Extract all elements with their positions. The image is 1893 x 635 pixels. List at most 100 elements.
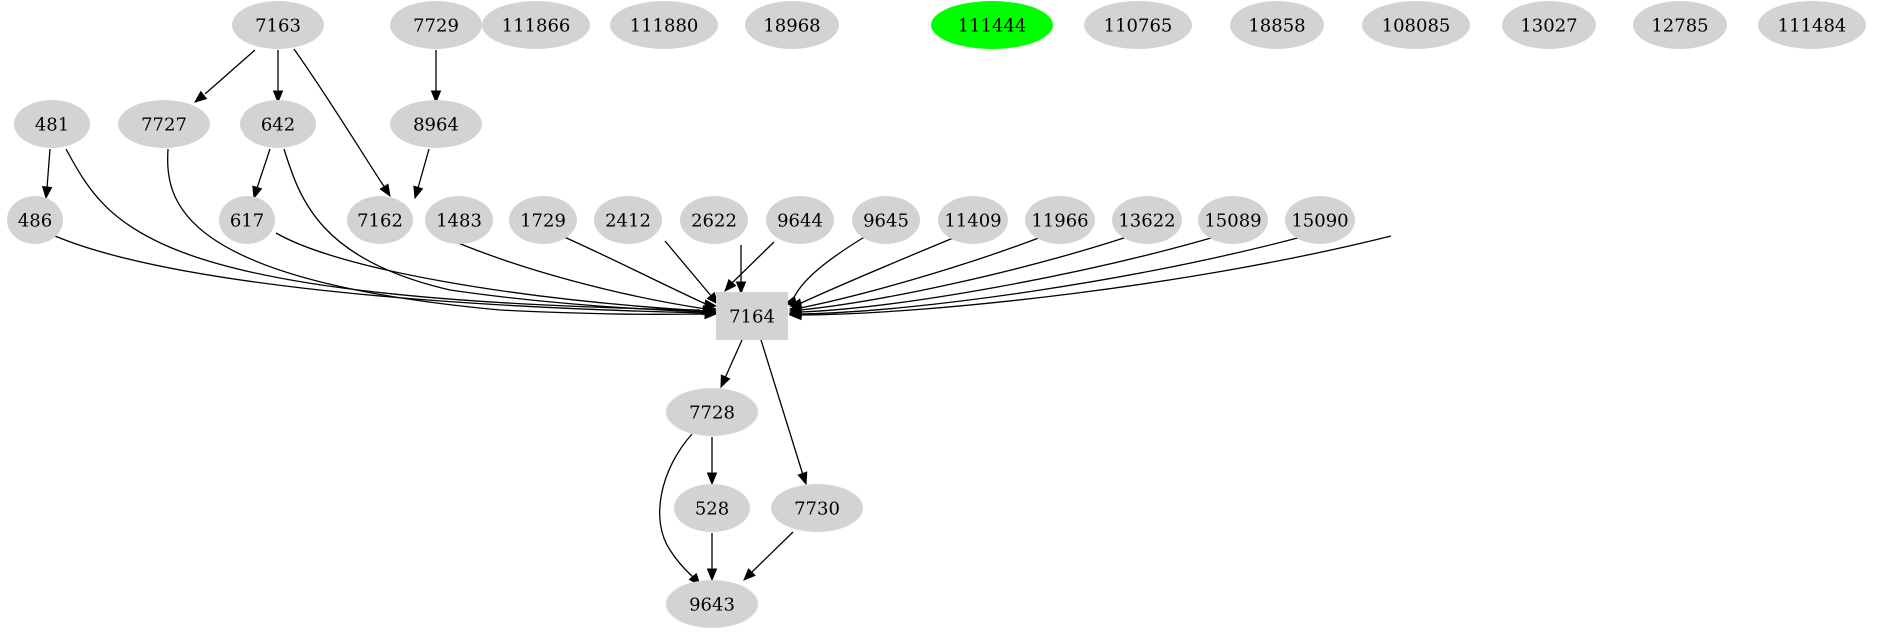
node-ellipse bbox=[1633, 1, 1727, 49]
node-label: 7729 bbox=[413, 16, 459, 37]
arrowhead-icon bbox=[193, 90, 208, 103]
node-11966[interactable]: 11966 bbox=[1025, 196, 1095, 244]
node-1483[interactable]: 1483 bbox=[425, 196, 493, 244]
node-box bbox=[716, 292, 788, 340]
node-label: 642 bbox=[261, 115, 295, 136]
edge-486-to-7164 bbox=[54, 235, 718, 319]
arrowhead-icon bbox=[735, 281, 747, 295]
node-ellipse bbox=[232, 1, 324, 49]
node-15089[interactable]: 15089 bbox=[1198, 196, 1268, 244]
edge-line bbox=[799, 235, 1131, 311]
node-11409[interactable]: 11409 bbox=[938, 196, 1008, 244]
edge-line bbox=[659, 433, 695, 579]
node-111484[interactable]: 111484 bbox=[1758, 1, 1866, 49]
arrowhead-icon bbox=[413, 185, 424, 200]
node-label: 7164 bbox=[729, 307, 775, 328]
arrowhead-icon bbox=[743, 568, 756, 581]
node-ellipse bbox=[1285, 196, 1355, 244]
node-label: 7727 bbox=[141, 115, 187, 136]
node-111444[interactable]: 111444 bbox=[931, 1, 1053, 49]
node-7730[interactable]: 7730 bbox=[771, 484, 863, 532]
node-486[interactable]: 486 bbox=[7, 196, 63, 244]
node-label: 12785 bbox=[1651, 16, 1708, 37]
node-7162[interactable]: 7162 bbox=[347, 196, 413, 244]
node-label: 111880 bbox=[630, 16, 699, 37]
nodes-layer: 7163 7729 111866 111880 18968 111444 110765 188… bbox=[7, 1, 1866, 628]
node-642[interactable]: 642 bbox=[240, 100, 316, 148]
node-label: 110765 bbox=[1104, 16, 1173, 37]
edge-line bbox=[283, 148, 707, 313]
node-ellipse bbox=[7, 196, 63, 244]
edge-7163-to-642 bbox=[272, 50, 284, 104]
edge-line bbox=[799, 235, 1392, 316]
edge-642-to-617 bbox=[252, 148, 271, 200]
node-label: 15089 bbox=[1204, 211, 1261, 232]
edge-481-to-486 bbox=[41, 148, 53, 200]
arrowhead-icon bbox=[703, 299, 718, 310]
node-9644[interactable]: 9644 bbox=[766, 196, 834, 244]
node-label: 9645 bbox=[863, 211, 909, 232]
node-ellipse bbox=[1502, 1, 1596, 49]
node-12785[interactable]: 12785 bbox=[1633, 1, 1727, 49]
node-18858[interactable]: 18858 bbox=[1230, 1, 1324, 49]
node-label: 7162 bbox=[357, 211, 403, 232]
node-2622[interactable]: 2622 bbox=[680, 196, 748, 244]
node-15090[interactable]: 15090 bbox=[1285, 196, 1355, 244]
edge-617-to-7164 bbox=[275, 232, 718, 317]
node-7163[interactable]: 7163 bbox=[232, 1, 324, 49]
node-ellipse bbox=[771, 484, 863, 532]
node-label: 11409 bbox=[944, 211, 1001, 232]
node-111880[interactable]: 111880 bbox=[610, 1, 718, 49]
node-8964[interactable]: 8964 bbox=[390, 100, 482, 148]
node-7728[interactable]: 7728 bbox=[666, 388, 758, 436]
arrowhead-icon bbox=[788, 309, 802, 321]
edge-line bbox=[731, 241, 775, 284]
node-ellipse bbox=[610, 1, 718, 49]
node-7729[interactable]: 7729 bbox=[390, 1, 482, 49]
node-13027[interactable]: 13027 bbox=[1502, 1, 1596, 49]
node-481[interactable]: 481 bbox=[14, 100, 90, 148]
node-ellipse bbox=[14, 100, 90, 148]
arrowhead-icon bbox=[41, 186, 53, 200]
node-label: 481 bbox=[35, 115, 69, 136]
node-label: 111484 bbox=[1778, 16, 1847, 37]
node-108085[interactable]: 108085 bbox=[1362, 1, 1470, 49]
edge-7164-to-7730 bbox=[760, 339, 808, 486]
edge-line bbox=[256, 148, 271, 189]
node-label: 13027 bbox=[1520, 16, 1577, 37]
node-9645[interactable]: 9645 bbox=[852, 196, 920, 244]
node-ellipse bbox=[666, 388, 758, 436]
node-ellipse bbox=[390, 100, 482, 148]
node-13622[interactable]: 13622 bbox=[1112, 196, 1182, 244]
edge-line bbox=[65, 148, 701, 311]
node-ellipse bbox=[680, 196, 748, 244]
node-label: 7730 bbox=[794, 499, 840, 520]
node-ellipse bbox=[1758, 1, 1866, 49]
node-9643[interactable]: 9643 bbox=[666, 580, 758, 628]
node-7164[interactable]: 7164 bbox=[716, 292, 788, 340]
edge-line bbox=[443, 236, 707, 310]
node-1729[interactable]: 1729 bbox=[509, 196, 577, 244]
node-617[interactable]: 617 bbox=[219, 196, 275, 244]
arrowhead-icon bbox=[706, 472, 718, 486]
node-7727[interactable]: 7727 bbox=[118, 100, 210, 148]
node-label: 7163 bbox=[255, 16, 301, 37]
node-111866[interactable]: 111866 bbox=[482, 1, 590, 49]
node-528[interactable]: 528 bbox=[674, 484, 750, 532]
edge-line bbox=[760, 339, 804, 476]
node-ellipse bbox=[347, 196, 413, 244]
edge-13622-to-7164 bbox=[788, 235, 1219, 318]
node-2412[interactable]: 2412 bbox=[594, 196, 662, 244]
node-ellipse bbox=[1112, 196, 1182, 244]
node-label: 111866 bbox=[502, 16, 571, 37]
edge-line bbox=[798, 235, 959, 305]
node-ellipse bbox=[594, 196, 662, 244]
node-ellipse bbox=[1362, 1, 1470, 49]
node-label: 11966 bbox=[1031, 211, 1088, 232]
edge-11966-to-7164 bbox=[788, 235, 1131, 316]
node-ellipse bbox=[938, 196, 1008, 244]
node-18968[interactable]: 18968 bbox=[745, 1, 839, 49]
node-110765[interactable]: 110765 bbox=[1084, 1, 1192, 49]
edge-line bbox=[275, 232, 707, 312]
